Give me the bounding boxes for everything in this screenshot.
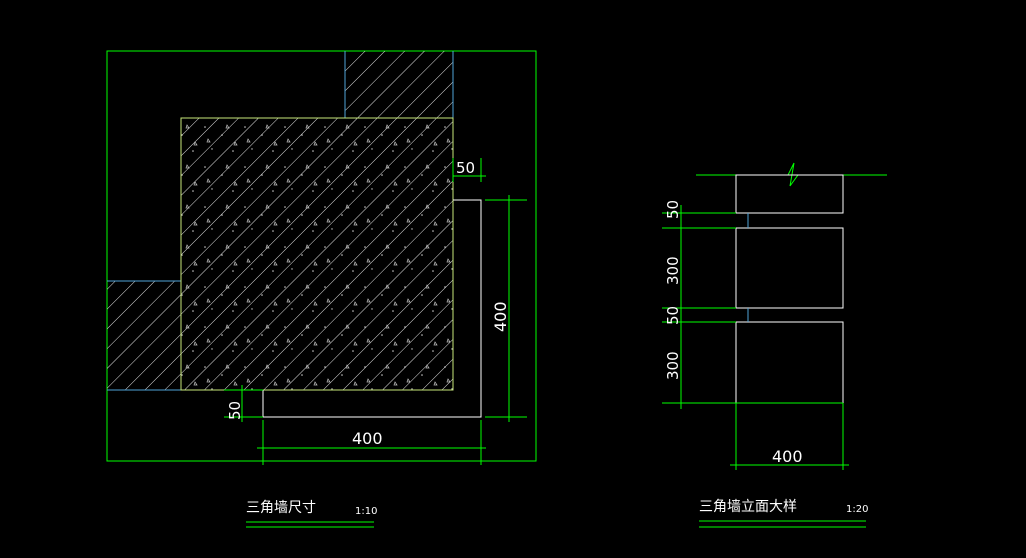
dim-vertical-length: 400 <box>485 195 527 422</box>
elevation-scale: 1:20 <box>846 504 868 515</box>
dim-middle-gap-label: 50 <box>664 306 682 325</box>
plan-view: 50 400 50 400 三角墙尺寸 1:10 <box>106 50 537 528</box>
dim-top-gap-label: 50 <box>664 200 682 219</box>
plan-title-block: 三角墙尺寸 1:10 <box>246 500 377 528</box>
plan-scale: 1:10 <box>355 506 377 517</box>
concrete-block-outline <box>180 117 454 391</box>
dim-block-lower-label: 300 <box>664 351 682 380</box>
dim-block-upper-label: 300 <box>664 256 682 285</box>
elevation-view: 50 300 50 300 400 三角墙立面大样 1:20 <box>662 162 887 528</box>
plan-outer-frame <box>106 50 537 462</box>
block-upper <box>735 227 844 309</box>
dim-left-offset: 50 <box>224 385 263 422</box>
dim-elevation-width-label: 400 <box>772 447 803 466</box>
dim-vertical-length-label: 400 <box>491 301 510 332</box>
hatched-column-left <box>107 281 181 390</box>
dim-elevation-width: 400 <box>730 403 849 470</box>
plan-title: 三角墙尺寸 <box>246 500 316 516</box>
top-slab <box>735 174 844 214</box>
elevation-title: 三角墙立面大样 <box>699 499 797 515</box>
dim-horizontal-length: 400 <box>257 420 486 465</box>
elevation-title-block: 三角墙立面大样 1:20 <box>699 499 868 528</box>
dim-top-offset: 50 <box>452 158 486 182</box>
triangle-wall-outline <box>262 199 482 418</box>
dim-top-offset-label: 50 <box>456 159 475 177</box>
dim-left-offset-label: 50 <box>226 401 244 420</box>
hatched-column-top <box>345 51 453 118</box>
dim-elevation-vertical: 50 300 50 300 <box>662 200 843 409</box>
concrete-speckle <box>181 118 453 390</box>
block-lower <box>735 321 844 404</box>
dim-horizontal-length-label: 400 <box>352 429 383 448</box>
